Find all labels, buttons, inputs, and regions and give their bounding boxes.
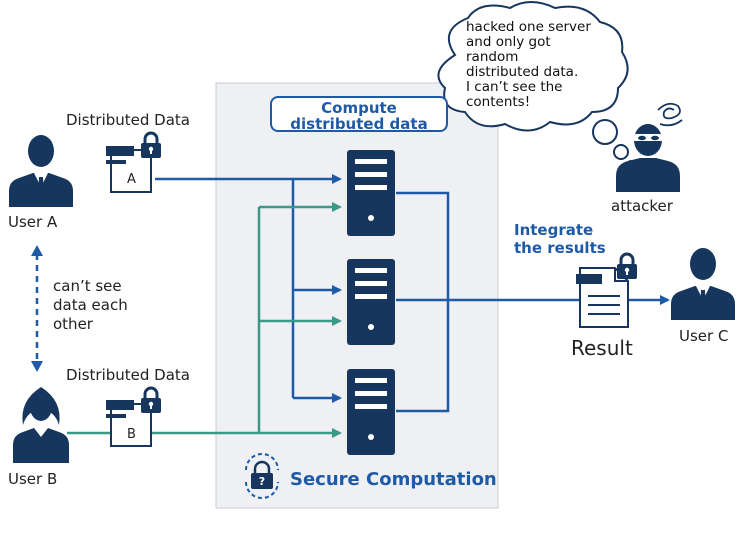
compute-distributed-data-label: Compute distributed data xyxy=(270,96,448,132)
no-sharing-note: can’t see data each other xyxy=(53,277,128,333)
user-c-avatar xyxy=(671,248,735,320)
user-c-label: User C xyxy=(679,327,729,345)
user-a-label: User A xyxy=(8,213,58,231)
server-3 xyxy=(347,369,395,455)
attacker-thought-cloud xyxy=(437,1,636,170)
user-a-avatar xyxy=(9,135,73,207)
integrate-results-label: Integrate the results xyxy=(514,221,606,257)
user-b-label: User B xyxy=(8,470,58,488)
attacker-label: attacker xyxy=(611,197,673,215)
lock-icon xyxy=(615,252,639,281)
user-b-avatar xyxy=(13,387,69,463)
distributed-data-label-bottom: Distributed Data xyxy=(66,366,190,384)
secure-computation-icon: ? xyxy=(245,453,279,499)
confused-scribble-icon xyxy=(657,102,683,127)
svg-text:?: ? xyxy=(259,475,265,488)
no-sharing-arrow xyxy=(31,245,43,372)
result-doc xyxy=(576,267,629,328)
distributed-data-label-top: Distributed Data xyxy=(66,111,190,129)
doc-b-letter: B xyxy=(127,427,136,442)
server-2 xyxy=(347,259,395,345)
secure-computation-label: Secure Computation xyxy=(290,469,497,490)
doc-a-letter: A xyxy=(127,172,136,187)
result-label: Result xyxy=(571,336,633,360)
attacker-figure xyxy=(616,124,680,192)
user-a-data-lines xyxy=(155,174,342,403)
lock-icon xyxy=(139,386,163,415)
compute-label-text: Compute distributed data xyxy=(290,99,428,133)
server-1 xyxy=(347,150,395,236)
integration-lines xyxy=(396,191,670,413)
attacker-thought-text: hacked one server and only got random di… xyxy=(466,19,591,110)
lock-icon xyxy=(139,131,163,160)
